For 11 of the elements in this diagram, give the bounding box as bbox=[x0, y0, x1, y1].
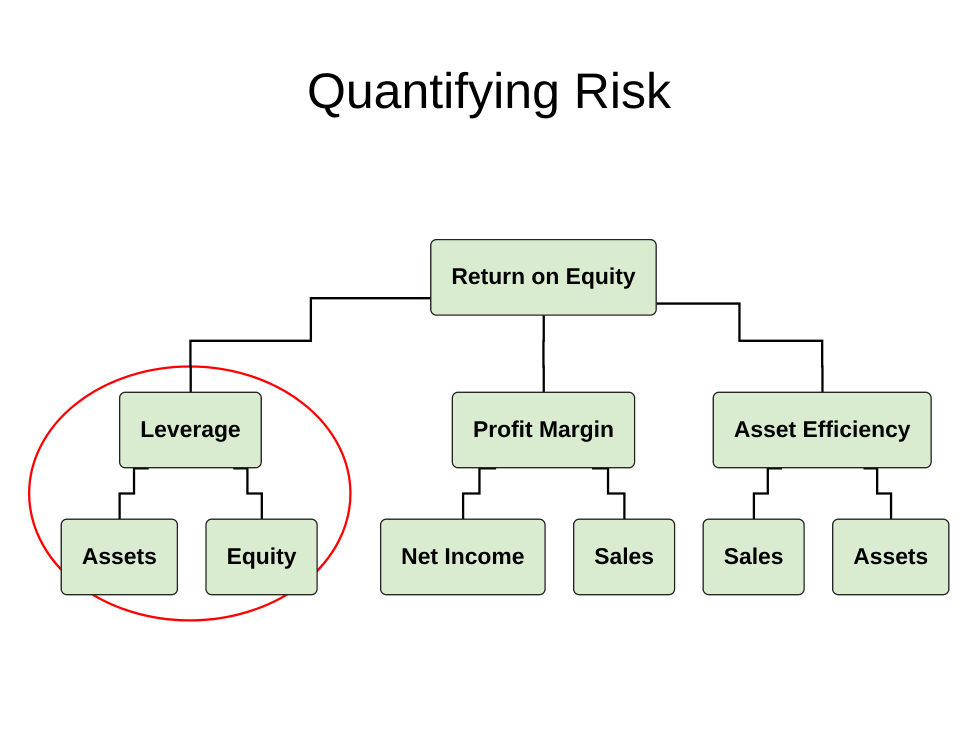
connector bbox=[118, 467, 149, 521]
connector bbox=[656, 302, 824, 394]
connector bbox=[542, 314, 546, 394]
connector bbox=[189, 297, 432, 394]
connector bbox=[462, 467, 496, 521]
connector bbox=[233, 467, 264, 521]
connector bbox=[864, 467, 892, 521]
cluster bbox=[28, 365, 352, 622]
connector bbox=[752, 467, 782, 521]
diagram-title: Quantifying Risk bbox=[306, 62, 672, 120]
connector bbox=[592, 467, 626, 521]
